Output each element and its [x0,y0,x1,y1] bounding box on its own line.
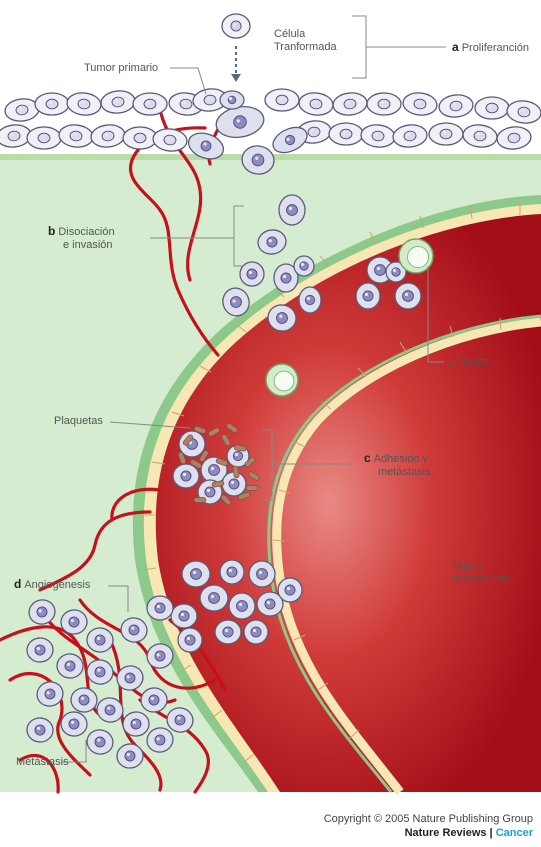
epithelial-cell [90,123,126,148]
extravasating-tumor-cell [220,560,244,584]
epithelial-cell [506,99,541,124]
epithelial-cell [265,89,299,111]
celula-label-line1: Célula [274,28,337,41]
disociacion-label: bDisociación e invasión [48,225,115,252]
copyright-text: Copyright © 2005 Nature Publishing Group [324,812,533,826]
leader-tumor [170,68,206,94]
leader-celula [352,16,366,78]
proliferacion-label: aProliferanción [452,41,529,55]
epithelial-cell [462,123,498,148]
journal-separator: | [487,827,496,839]
journal-section: Cancer [496,827,533,839]
epithelial-cell [298,91,334,116]
epithelial-cell [100,89,136,114]
adhesion-label: cAdhesión y metástasis [364,452,431,479]
extravasating-tumor-cell [244,620,268,644]
matriz-line1: Matriz [452,560,509,573]
label-letter-d: d [14,577,21,591]
transformation-arrowhead [231,74,241,82]
journal-name: Nature Reviews [405,827,487,839]
epithelial-cell [402,91,438,116]
disociacion-line2: e invasión [48,239,115,252]
tumor-primario-label: Tumor primario [84,62,158,75]
epithelial-cell [392,123,428,148]
disociacion-line1: Disociación [58,226,114,238]
celula-label-line2: Tranformada [274,41,337,54]
epithelial-cell [429,123,463,145]
matriz-label: Matriz extracelular [452,560,509,586]
tumor-cell [214,103,266,141]
matriz-line2: extracelular [452,573,509,586]
epithelial-cell [496,125,532,150]
invading-tumor-cell [279,195,305,225]
extravasating-tumor-cell [278,578,302,602]
invading-tumor-cell [294,256,314,276]
linfocito-label: Linfocito [448,356,489,369]
plaquetas-label: Plaquetas [54,415,103,428]
adhesion-line2: metástasis [364,466,431,479]
copyright-footer: Copyright © 2005 Nature Publishing Group… [324,812,533,840]
platelet [194,498,206,503]
proliferacion-text: Proliferanción [462,42,529,54]
metastasis-label: Metástasis [16,756,69,769]
extravasating-tumor-cell [171,604,197,628]
epithelial-cell [475,97,509,119]
extravasating-tumor-cell [229,593,255,619]
lymphocyte [266,364,298,396]
label-letter-a: a [452,40,459,54]
epithelial-cell [152,127,188,152]
adhesion-line1: Adhesión y [374,453,428,465]
transformed-cell [222,14,250,38]
extravasating-tumor-cell [178,628,202,652]
circulating-tumor-cell [356,283,380,309]
invading-tumor-cell [299,287,321,313]
epithelial-cell [66,91,102,116]
epithelial-cell [367,93,401,115]
epithelial-cell [27,127,61,149]
extravasating-tumor-cell [182,561,210,587]
adherent-tumor-cell [173,464,199,488]
journal-line: Nature Reviews | Cancer [324,826,533,840]
epithelial-cell [133,93,167,115]
label-letter-c: c [364,451,371,465]
epithelial-cell [4,97,40,122]
circulating-tumor-cell [395,283,421,309]
epithelial-cell [332,91,368,116]
angiogenesis-label: dAngiogénesis [14,578,90,592]
epithelial-cell [123,127,157,149]
extravasating-tumor-cell [147,596,173,620]
epithelial-cell [35,93,69,115]
epithelial-cell [438,93,474,118]
tumor-cell [220,91,244,109]
label-letter-b: b [48,224,55,238]
epithelial-cell [360,123,396,148]
extravasating-tumor-cell [200,585,228,611]
epithelial-cell [58,123,94,148]
angiogenesis-text: Angiogénesis [24,579,90,591]
extravasating-tumor-cell [215,620,241,644]
epithelial-cell [329,123,363,145]
platelet [246,486,258,491]
celula-label: Célula Tranformada [274,28,337,54]
extravasating-tumor-cell [249,561,275,587]
